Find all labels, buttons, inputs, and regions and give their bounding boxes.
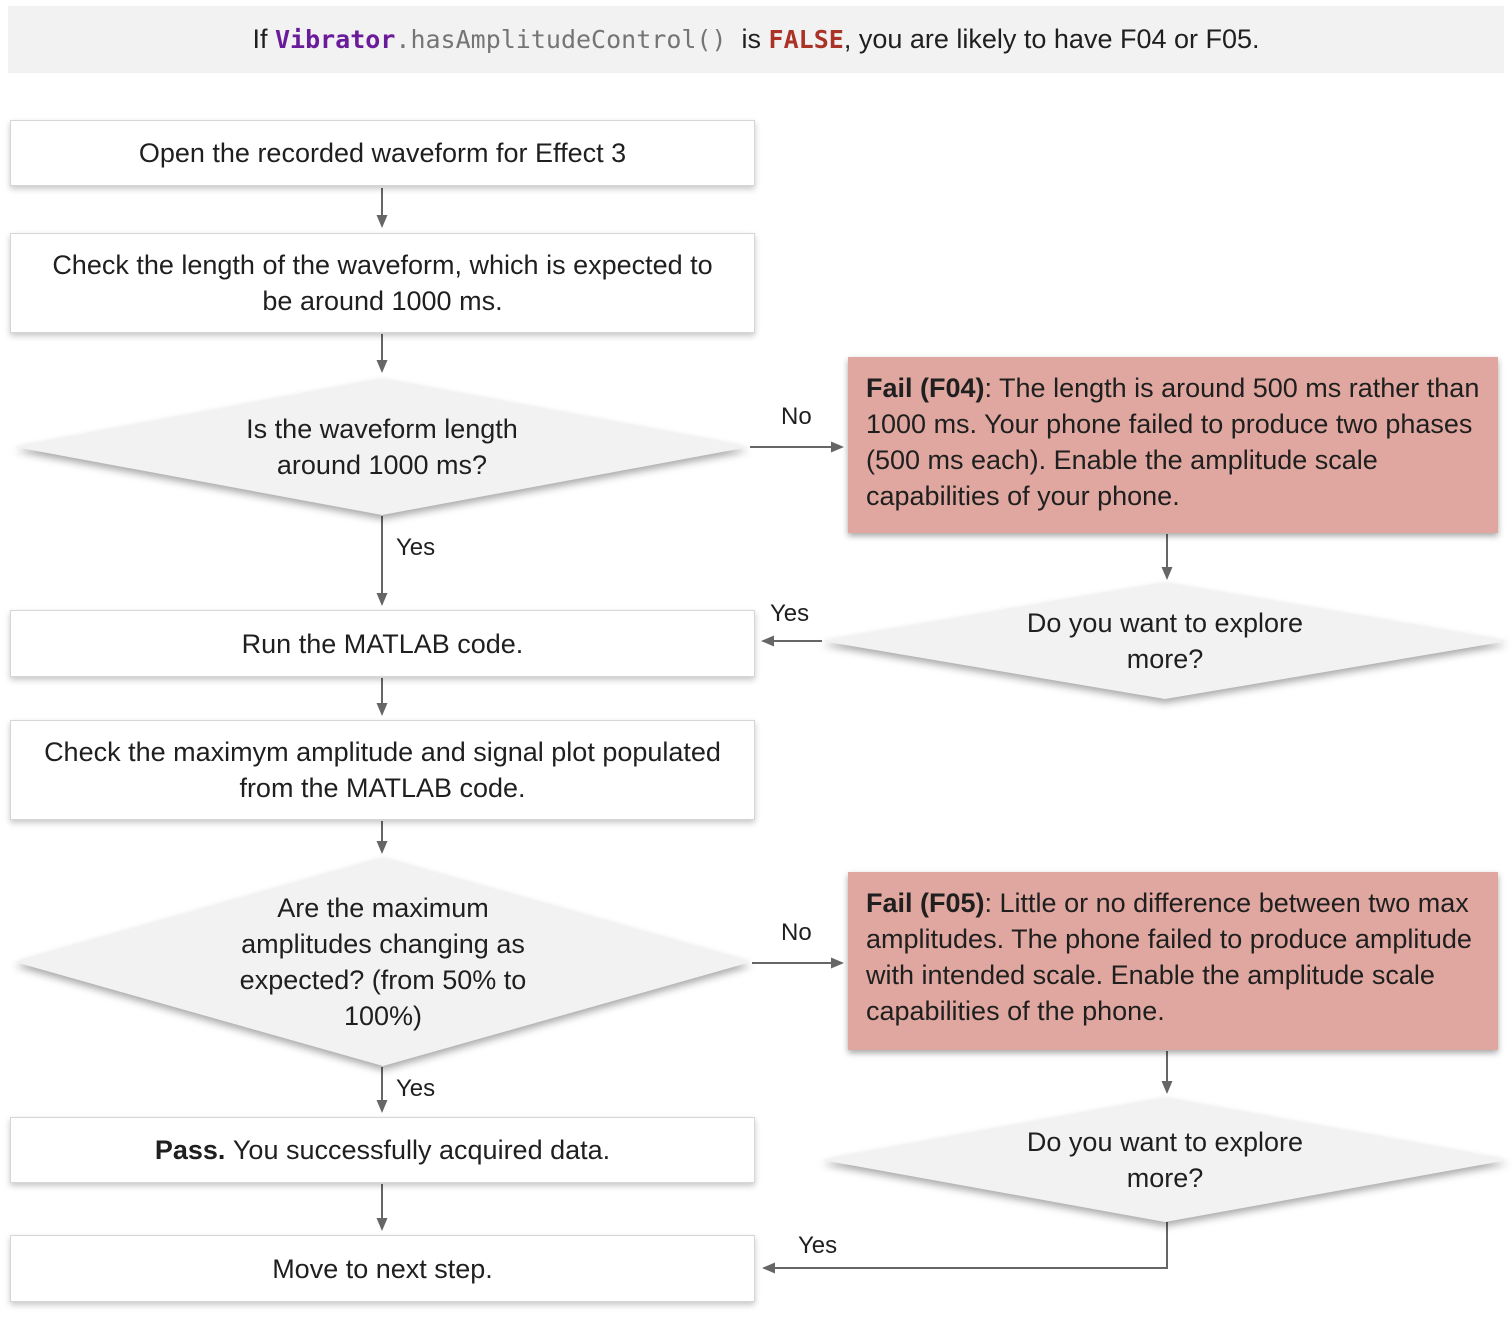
fail-f04-title: Fail (F04) — [866, 373, 985, 403]
node-check-amplitude: Check the maximym amplitude and signal p… — [10, 720, 755, 820]
explore-more-1-text: Do you want to explore more? — [822, 583, 1508, 699]
node-fail-f04: Fail (F04): The length is around 500 ms … — [848, 357, 1498, 533]
edge-label-amplitude-no: No — [781, 919, 812, 946]
node-check-length: Check the length of the waveform, which … — [10, 233, 755, 333]
node-amplitude-question: Are the maximum amplitudes changing as e… — [15, 858, 751, 1066]
node-explore-more-1: Do you want to explore more? — [822, 583, 1508, 699]
banner-false-keyword: FALSE — [768, 25, 844, 54]
pass-title: Pass. — [154, 1135, 226, 1165]
amplitude-question-text: Are the maximum amplitudes changing as e… — [15, 858, 751, 1066]
node-run-matlab: Run the MATLAB code. — [10, 610, 755, 677]
edge-label-explore2-yes: Yes — [798, 1232, 838, 1259]
banner-middle: is — [726, 24, 769, 54]
fail-f05-title: Fail (F05) — [866, 888, 985, 918]
condition-banner: If Vibrator.hasAmplitudeControl() is FAL… — [8, 6, 1504, 73]
node-move-next: Move to next step. — [10, 1235, 755, 1302]
banner-code-method: .hasAmplitudeControl() — [395, 25, 727, 54]
edge-label-explore1-yes: Yes — [770, 600, 810, 627]
edge-label-amplitude-yes: Yes — [396, 1075, 436, 1102]
node-explore-more-2: Do you want to explore more? — [822, 1098, 1508, 1222]
banner-code-object: Vibrator — [274, 25, 396, 54]
banner-suffix: , you are likely to have F04 or F05. — [843, 24, 1260, 54]
fail-f05-body: : Little or no difference between two ma… — [866, 888, 1480, 1026]
pass-body: You successfully acquired data. — [225, 1135, 611, 1165]
explore-more-2-text: Do you want to explore more? — [822, 1098, 1508, 1222]
node-pass: Pass. You successfully acquired data. — [10, 1117, 755, 1183]
length-question-text: Is the waveform length around 1000 ms? — [15, 379, 749, 515]
fail-f04-body: : The length is around 500 ms rather tha… — [866, 373, 1487, 511]
node-length-question: Is the waveform length around 1000 ms? — [15, 379, 749, 515]
edge-label-length-no: No — [781, 403, 812, 430]
node-fail-f05: Fail (F05): Little or no difference betw… — [848, 872, 1498, 1050]
banner-prefix: If — [252, 24, 275, 54]
node-open-waveform: Open the recorded waveform for Effect 3 — [10, 120, 755, 186]
edge-label-length-yes: Yes — [396, 534, 436, 561]
